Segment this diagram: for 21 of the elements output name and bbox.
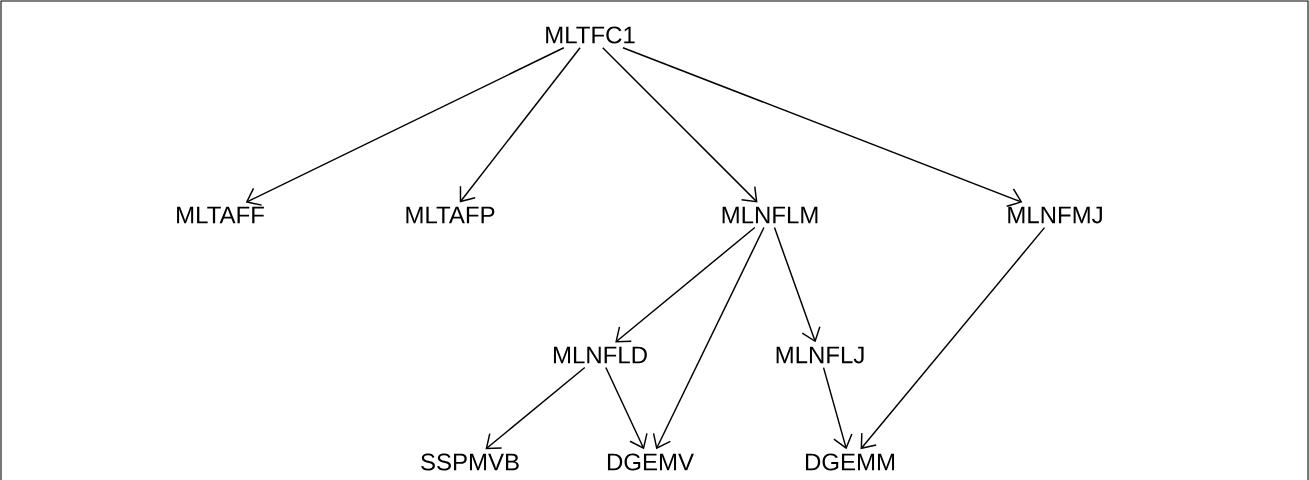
arrow — [773, 226, 821, 343]
node-label: MLTFC1 — [546, 26, 635, 44]
node-label: MLNFLD — [553, 346, 647, 364]
node-label: MLNFMJ — [1008, 206, 1102, 224]
arrow — [245, 47, 565, 206]
arrow — [605, 366, 648, 450]
node-label: DGEMM — [806, 453, 895, 471]
node-label: MLNFLM — [722, 206, 818, 224]
arrow — [485, 366, 586, 450]
node-label: SSPMVB — [421, 453, 519, 471]
arrow — [459, 47, 581, 203]
arrow — [652, 226, 765, 450]
node-label: MLTAFF — [177, 206, 264, 224]
arrow — [822, 366, 853, 450]
arrow — [615, 226, 756, 343]
node-label: MLTAFP — [406, 206, 495, 224]
arrow — [860, 226, 1046, 450]
arrow — [602, 47, 758, 203]
arrow — [622, 47, 1023, 208]
node-label: DGEMV — [607, 453, 694, 471]
node-label: MLNFLJ — [776, 346, 864, 364]
